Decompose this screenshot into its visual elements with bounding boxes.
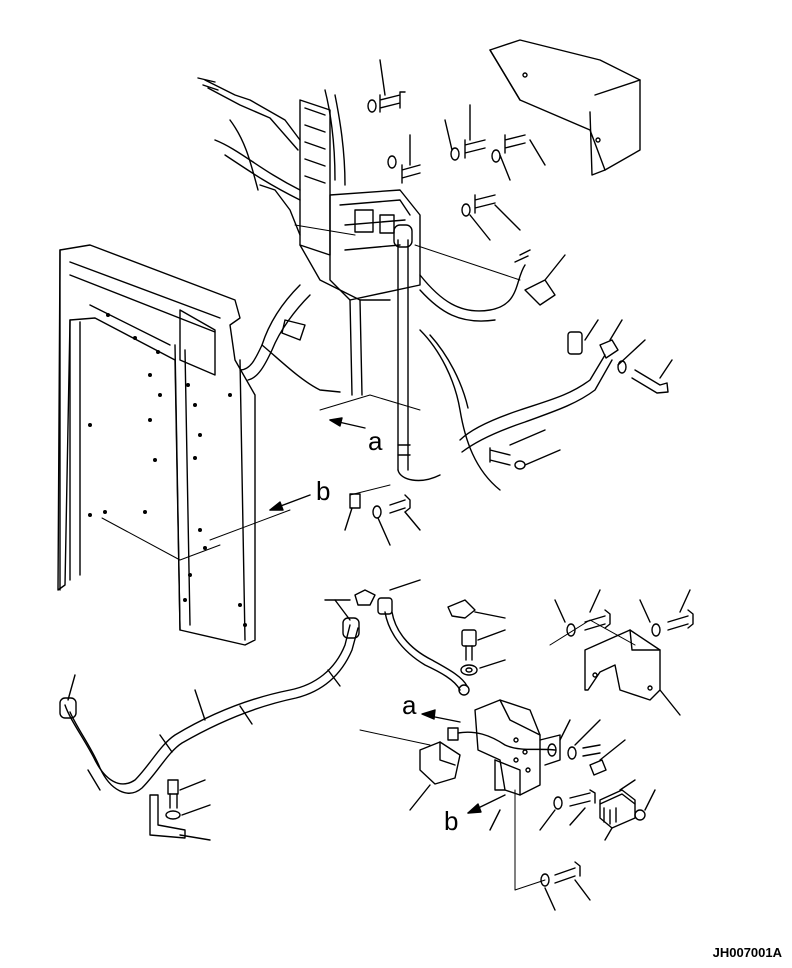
upper-harness [198,78,345,235]
reference-label-a-lower: a [402,690,417,720]
bolts-lower-right [540,590,693,910]
right-harness [420,250,612,490]
connector-plug [448,600,505,675]
left-harness [240,285,340,392]
bracket-right [585,630,680,715]
cover-plate [490,40,640,175]
lower-harness [60,618,359,793]
drawing-code: JH007001A [712,945,782,960]
reference-label-b-upper: b [316,476,331,506]
panel-bolt-holes [88,313,247,627]
part-leaders-lower [68,600,500,830]
mounting-plate [475,700,560,795]
lower-bracket-left [150,780,210,840]
reference-arrows [270,418,505,813]
valve-block-assembly [300,100,420,300]
cab-frame-panel [58,245,255,645]
bolts-washers-top [368,60,565,305]
solenoid-relay [410,728,555,810]
middle-bolts [345,430,560,545]
guide-lines [102,225,635,890]
vertical-harnesses [350,225,440,480]
reference-label-b-lower: b [444,806,459,836]
ground-cable [325,580,469,695]
reference-label-a-upper: a [368,426,383,456]
clamp-bolt-right [568,320,672,393]
relay-box [600,780,655,840]
